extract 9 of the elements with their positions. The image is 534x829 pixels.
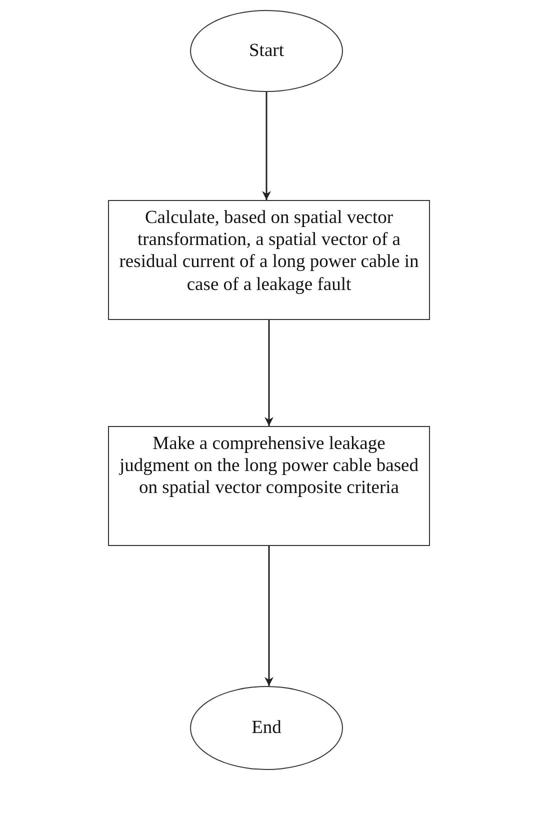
arrow (262, 92, 271, 200)
arrow (264, 546, 274, 686)
process-box (108, 200, 430, 320)
process-box (108, 426, 430, 546)
arrow (264, 320, 274, 426)
node-text: Make a comprehensive leakage judgment on the long power cable based on spatial vector composite criteria (119, 433, 419, 500)
node-text: Start (249, 40, 284, 62)
node-text: Calculate, based on spatial vector transformation, a spatial vector of a residual current of a long power cable in case of a leakage fault (119, 207, 419, 296)
node-text: End (252, 716, 282, 740)
